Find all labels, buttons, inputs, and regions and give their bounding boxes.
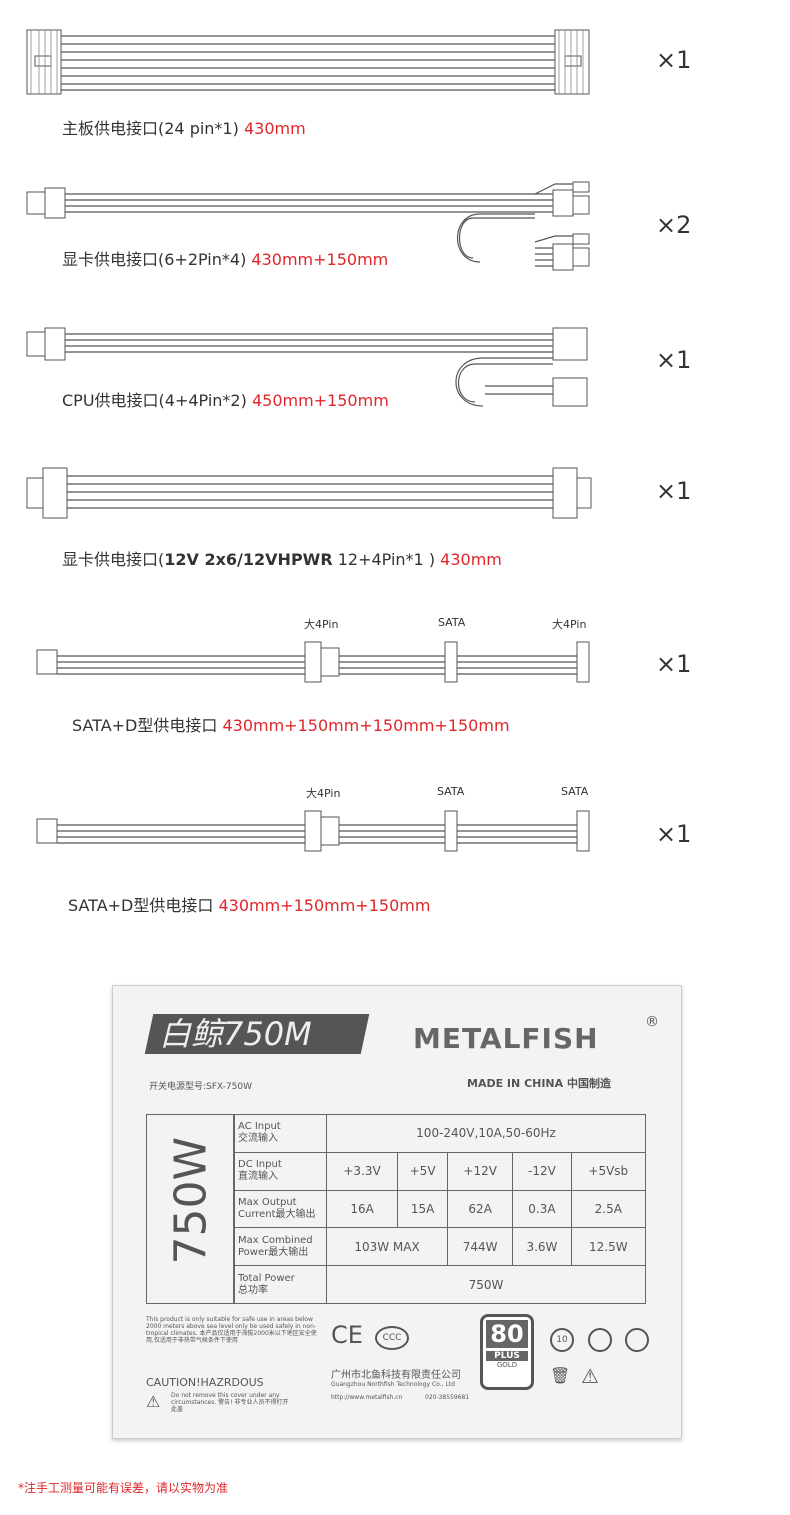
current-value: 0.3A: [512, 1189, 572, 1229]
cable-4-caption: 显卡供电接口(12V 2x6/12VHPWR 12+4Pin*1 ) 430mm: [62, 546, 502, 570]
combined-value: 103W MAX: [325, 1227, 449, 1267]
model-line: 开关电源型号:SFX-750W: [149, 1082, 252, 1092]
company-url: http://www.metalfish.cn: [331, 1394, 403, 1401]
cable-cpu-illustration: [26, 327, 588, 407]
cable-name: CPU供电接口(4+4Pin*2): [62, 391, 247, 410]
cable-24pin-illustration: [26, 29, 590, 95]
company-phone: 020-38559681: [425, 1394, 470, 1401]
psu-spec-label: 白鲸750M METALFISH ® 开关电源型号:SFX-750W MADE …: [112, 985, 682, 1439]
cable-length: 430mm: [440, 550, 502, 569]
wattage-box: [146, 1114, 234, 1304]
cable-5-caption: SATA+D型供电接口 430mm+150mm+150mm+150mm: [72, 712, 510, 736]
cable-length: 450mm+150mm: [251, 391, 389, 410]
connector-tag: SATA: [561, 785, 589, 798]
current-value: 15A: [397, 1189, 449, 1229]
measurement-footnote: *注手工测量可能有误差，请以实物为准: [18, 1481, 229, 1495]
cable-length: 430mm+150mm+150mm: [218, 896, 431, 915]
wattage-vertical: 750W: [165, 1137, 217, 1265]
registered-mark: ®: [645, 1014, 659, 1030]
combined-value: 3.6W: [512, 1227, 572, 1267]
weee-bin-icon: 🗑: [550, 1366, 571, 1385]
cable-quantity: ×1: [656, 46, 692, 74]
dc-value: +5V: [397, 1151, 449, 1191]
connector-tag: 大4Pin: [304, 618, 339, 631]
cable-sata-d-3-illustration: [36, 810, 590, 852]
cable-name-bold: 12V 2x6/12VHPWR: [164, 550, 333, 569]
cable-1-caption: 主板供电接口(24 pin*1) 430mm: [62, 115, 306, 139]
dc-value: +3.3V: [325, 1151, 399, 1191]
cable-length: 430mm: [243, 119, 306, 138]
connector-tag: 大4Pin: [552, 618, 587, 631]
company-en: Guangzhou Northfish Technology Co., Ltd: [331, 1381, 455, 1388]
cable-name-suffix: 12+4Pin*1 ): [332, 550, 436, 569]
connector-tag: 大4Pin: [306, 787, 341, 800]
made-in: MADE IN CHINA 中国制造: [467, 1077, 611, 1090]
cable-name: 主板供电接口(24 pin*1): [62, 119, 239, 138]
total-value: 750W: [326, 1265, 646, 1304]
warning-triangle-icon: ⚠: [146, 1392, 161, 1411]
cable-length: 430mm+150mm+150mm+150mm: [222, 716, 510, 735]
company-cn: 广州市北鱼科技有限责任公司: [331, 1370, 461, 1381]
high-voltage-icon: ⚠: [581, 1364, 599, 1388]
cable-sata-d-4-illustration: [36, 641, 590, 683]
cable-name: 显卡供电接口(: [62, 550, 165, 569]
cable-quantity: ×2: [656, 211, 692, 239]
cable-quantity: ×1: [656, 650, 692, 678]
altitude-notice: This product is only suitable for safe u…: [146, 1316, 317, 1344]
altitude-icon: [625, 1328, 649, 1352]
combined-value: 12.5W: [570, 1227, 647, 1267]
dc-value: +12V: [447, 1151, 514, 1191]
cable-6-caption: SATA+D型供电接口 430mm+150mm+150mm: [68, 892, 430, 916]
cable-length: 430mm+150mm: [251, 250, 389, 269]
dc-value: +5Vsb: [570, 1151, 647, 1191]
cable-quantity: ×1: [656, 477, 692, 505]
cable-quantity: ×1: [656, 820, 692, 848]
connector-tag: SATA: [437, 785, 465, 798]
ccc-mark-icon: CCC: [375, 1326, 409, 1350]
model-logo: 白鲸750M: [159, 1015, 312, 1053]
caution-title: CAUTION!HAZRDOUS: [146, 1376, 264, 1389]
current-value: 62A: [447, 1189, 514, 1229]
cable-name: SATA+D型供电接口: [68, 896, 214, 915]
10-year-recycle-icon: 10: [550, 1328, 574, 1352]
cable-3-caption: CPU供电接口(4+4Pin*2) 450mm+150mm: [62, 387, 389, 411]
caution-text: Do not remove this cover under any circu…: [171, 1392, 289, 1413]
cable-12vhpwr-illustration: [26, 467, 592, 519]
ce-mark-icon: CE: [331, 1321, 363, 1349]
80plus-gold-badge: 80 PLUS GOLD: [480, 1314, 534, 1390]
combined-value: 744W: [447, 1227, 514, 1267]
current-value: 2.5A: [570, 1189, 647, 1229]
cable-quantity: ×1: [656, 346, 692, 374]
dc-value: -12V: [512, 1151, 572, 1191]
cable-2-caption: 显卡供电接口(6+2Pin*4) 430mm+150mm: [62, 246, 388, 270]
ac-value: 100-240V,10A,50-60Hz: [326, 1114, 646, 1153]
cable-gpu-6plus2-illustration: [26, 181, 590, 271]
cable-name: 显卡供电接口(6+2Pin*4): [62, 250, 247, 269]
connector-tag: SATA: [438, 616, 466, 629]
cable-name: SATA+D型供电接口: [72, 716, 218, 735]
tropical-climate-icon: [588, 1328, 612, 1352]
brand-logo: METALFISH: [413, 1022, 599, 1055]
current-value: 16A: [325, 1189, 399, 1229]
